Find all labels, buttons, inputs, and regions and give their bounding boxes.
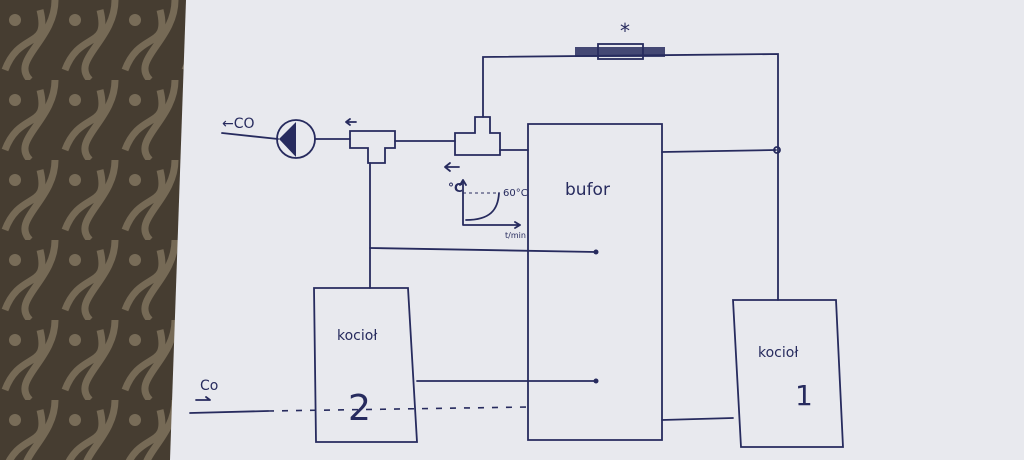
co-outlet-label: ←CO (222, 116, 255, 132)
pipe (221, 132, 279, 140)
sensor-node (593, 249, 599, 255)
pipe (661, 417, 734, 421)
temp-curve (465, 192, 500, 221)
flow-arrow-icon (444, 162, 460, 172)
sensor-node (593, 378, 599, 384)
tee-fitting-1 (349, 130, 396, 164)
co-inlet-label: Co (200, 378, 218, 394)
flow-arrow-icon (345, 118, 357, 126)
flow-arrow-icon (195, 396, 211, 401)
boiler-2-number: 2 (348, 388, 371, 429)
pipe (369, 247, 597, 253)
boiler-1-label: kocioł (758, 345, 798, 361)
boiler-2 (313, 287, 418, 443)
buffer-label: bufor (565, 180, 610, 200)
boiler-1 (732, 299, 844, 448)
pipe-dashed (267, 406, 529, 412)
fabric-background (0, 0, 200, 460)
pipe (189, 410, 269, 414)
time-axis-label: t/min (505, 231, 526, 240)
pipe (661, 149, 777, 153)
temp-axis-label: °C (448, 181, 463, 195)
bypass-valve (575, 47, 665, 57)
temp-time-axes (459, 179, 521, 229)
boiler-2-label: kocioł (337, 328, 377, 344)
boiler-1-number: 1 (795, 379, 813, 412)
valve-mark: * (620, 19, 630, 43)
temp-value-label: 60°C (503, 188, 528, 199)
bypass-valve-body (597, 43, 644, 60)
junction-node (773, 146, 781, 154)
diagram: ←CO * bufor °C 60°C t/min (189, 19, 844, 448)
buffer-tank (527, 123, 663, 441)
paper-sheet (170, 0, 1024, 460)
tee-valve-2 (454, 116, 501, 156)
